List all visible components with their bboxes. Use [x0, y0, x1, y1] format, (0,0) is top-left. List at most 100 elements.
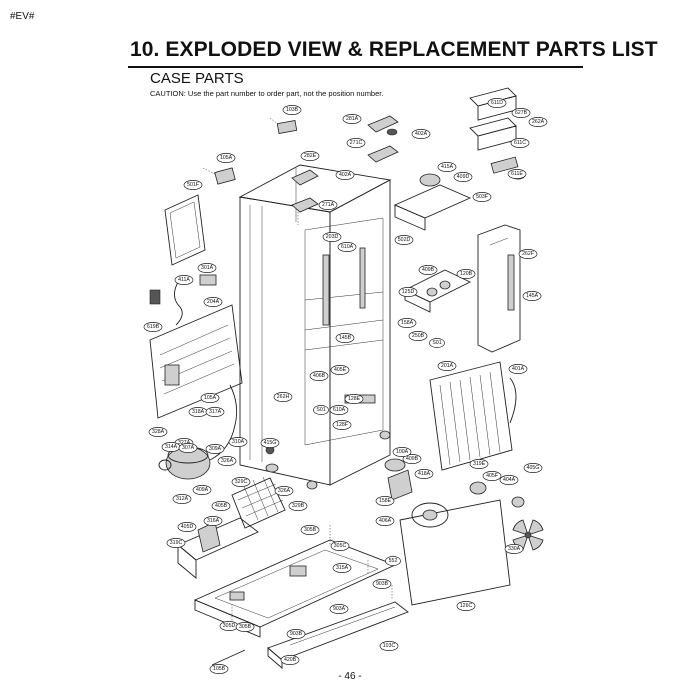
page-number: - 46 - — [338, 671, 362, 682]
callout-label: 307A — [182, 445, 195, 451]
part-callout-420b: 420B — [280, 655, 300, 665]
part-callout-282e: 282E — [300, 151, 320, 161]
part-callout-610a: 610A — [329, 405, 349, 415]
part-callout-201a: 201A — [437, 361, 457, 371]
callout-label: 501F — [187, 182, 199, 188]
callout-label: 158E — [379, 498, 392, 504]
callout-label: 262F — [522, 251, 534, 257]
callout-bubble — [143, 322, 163, 332]
callout-label: 503F — [476, 194, 488, 200]
callout-label: 415A — [441, 164, 454, 170]
callout-label: 502D — [398, 237, 411, 243]
callout-label: 145A — [526, 293, 539, 299]
part-callout-328a: 328A — [148, 427, 168, 437]
callout-label: 409B — [406, 456, 419, 462]
callout-label: 409D — [457, 174, 470, 180]
part-callout-409d: 409D — [453, 172, 473, 182]
callout-bubble — [523, 463, 543, 473]
callout-bubble — [216, 153, 236, 163]
part-callout-316a: 316A — [203, 516, 223, 526]
callout-bubble — [402, 454, 422, 464]
callout-bubble — [472, 192, 492, 202]
part-callout-145b: 145B — [335, 333, 355, 343]
part-callout-309a: 309A — [205, 444, 225, 454]
callout-label: 405G — [527, 465, 540, 471]
callout-bubble — [200, 393, 220, 403]
part-callout-330a: 330A — [504, 544, 524, 554]
fan-assembly — [399, 481, 544, 606]
callout-label: 402A — [415, 131, 428, 137]
callout-bubble — [437, 162, 457, 172]
callout-label: 405D — [181, 524, 194, 530]
part-callout-120b: 120B — [456, 269, 476, 279]
callout-bubble — [300, 525, 320, 535]
callout-label: 305C — [334, 543, 347, 549]
callout-bubble — [183, 180, 203, 190]
part-callout-903a: 903A — [329, 604, 349, 614]
callout-bubble — [408, 331, 428, 341]
part-callout-627b: 627B — [511, 108, 531, 118]
callout-bubble — [394, 235, 414, 245]
callout-bubble — [211, 501, 231, 511]
callout-bubble — [518, 249, 538, 259]
part-callout-s01: S01 — [313, 405, 329, 415]
callout-bubble — [329, 405, 349, 415]
callout-label: 262A — [532, 119, 545, 125]
callout-bubble — [205, 444, 225, 454]
callout-label: 103B — [286, 107, 299, 113]
callout-bubble — [482, 471, 502, 481]
callout-bubble — [379, 641, 399, 651]
callout-bubble — [456, 601, 476, 611]
part-callout-319c: 319C — [166, 538, 186, 548]
callout-bubble — [437, 361, 457, 371]
callout-label: S01 — [432, 340, 441, 346]
callout-label: 250B — [412, 333, 425, 339]
callout-label: 418A — [418, 471, 431, 477]
part-callout-271c: 271C — [346, 138, 366, 148]
callout-label: 420B — [284, 657, 297, 663]
part-callout-262h: 262H — [273, 392, 293, 402]
part-callouts: 103B281A402A611D627B262A611C271C282E402A… — [143, 98, 548, 674]
condenser-coil — [231, 476, 286, 529]
part-callout-552: 552 — [385, 556, 401, 566]
callout-label: 105B — [213, 666, 226, 672]
part-callout-418a: 418A — [414, 469, 434, 479]
page-title: 10. EXPLODED VIEW & REPLACEMENT PARTS LI… — [130, 38, 658, 61]
part-callout-401a: 401A — [508, 364, 528, 374]
callout-bubble — [177, 522, 197, 532]
callout-bubble — [260, 438, 280, 448]
part-callout-610a: 610A — [337, 242, 357, 252]
callout-label: 312A — [176, 496, 189, 502]
part-callout-315a: 315A — [332, 563, 352, 573]
callout-label: 329C — [235, 479, 248, 485]
drain-pan — [177, 517, 259, 579]
callout-bubble — [392, 447, 412, 457]
part-callout-305b: 305B — [300, 525, 320, 535]
callout-bubble — [203, 297, 223, 307]
part-callout-405g: 405G — [523, 463, 543, 473]
callout-label: 204A — [207, 299, 220, 305]
callout-label: 271A — [322, 202, 335, 208]
part-callout-305b: 305B — [235, 622, 255, 632]
part-callout-611d: 611D — [487, 98, 507, 108]
part-callout-s01: S01 — [429, 338, 445, 348]
callout-label: 103C — [383, 643, 396, 649]
callout-label: 105A — [220, 155, 233, 161]
part-callout-326a: 326A — [217, 456, 237, 466]
callout-label: 128E — [348, 396, 361, 402]
callout-bubble — [375, 496, 395, 506]
document-tag: #EV# — [10, 11, 35, 22]
callout-label: 317A — [209, 409, 222, 415]
callout-label: 610A — [333, 407, 346, 413]
callout-label: 305B — [239, 624, 252, 630]
callout-label: 627B — [515, 110, 528, 116]
callout-bubble — [235, 622, 255, 632]
callout-label: 309A — [209, 446, 222, 452]
callout-label: 406A — [379, 518, 392, 524]
part-callout-409a: 409A — [192, 485, 212, 495]
part-callout-126c: 126C — [456, 601, 476, 611]
callout-bubble — [335, 333, 355, 343]
callout-label: 158A — [401, 320, 414, 326]
callout-label: S01 — [316, 407, 325, 413]
callout-label: 100A — [396, 449, 409, 455]
